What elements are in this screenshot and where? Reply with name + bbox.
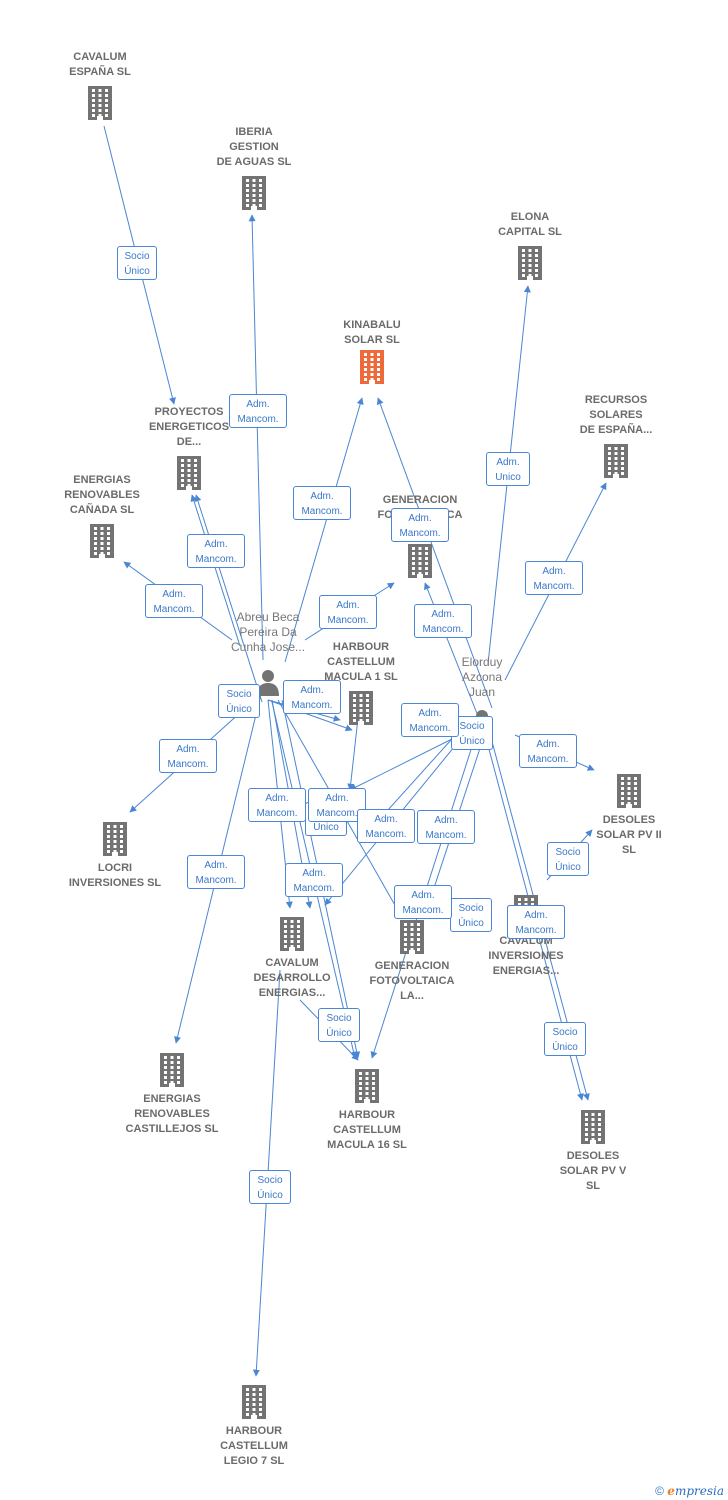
building-icon[interactable] (515, 245, 545, 286)
relation-label[interactable]: Socio Único (547, 842, 589, 876)
relation-label[interactable]: Adm. Mancom. (394, 885, 452, 919)
relation-label[interactable]: Adm. Mancom. (391, 508, 449, 542)
company-label-macula16[interactable]: HARBOUR CASTELLUM MACULA 16 SL (327, 1109, 407, 1151)
building-icon[interactable] (614, 773, 644, 814)
person-icon[interactable] (255, 668, 281, 701)
company-label-gen-la2[interactable]: GENERACION FOTOVOLTAICA LA... (369, 960, 455, 1002)
building-icon[interactable] (357, 349, 387, 390)
building-icon[interactable] (85, 85, 115, 126)
building-icon[interactable] (174, 455, 204, 496)
relation-label[interactable]: Socio Único (117, 246, 157, 280)
edge-line (376, 397, 493, 709)
building-icon[interactable] (239, 175, 269, 216)
relation-label[interactable]: Adm. Mancom. (414, 604, 472, 638)
relation-label[interactable]: Adm. Mancom. (187, 855, 245, 889)
relation-label[interactable]: Adm. Mancom. (357, 809, 415, 843)
company-label-kinabalu[interactable]: KINABALU SOLAR SL (343, 319, 401, 346)
relation-label[interactable]: Adm. Mancom. (308, 788, 366, 822)
relation-label[interactable]: Adm. Mancom. (519, 734, 577, 768)
relation-label[interactable]: Socio Único (249, 1170, 291, 1204)
relation-label[interactable]: Adm. Mancom. (283, 680, 341, 714)
relation-label[interactable]: Adm. Mancom. (229, 394, 287, 428)
company-label-locri[interactable]: LOCRI INVERSIONES SL (68, 862, 162, 889)
building-icon[interactable] (405, 543, 435, 584)
edge-line (194, 494, 263, 703)
building-icon[interactable] (87, 523, 117, 564)
building-icon[interactable] (157, 1052, 187, 1093)
relation-label[interactable]: Socio Único (318, 1008, 360, 1042)
relation-label[interactable]: Adm. Mancom. (293, 486, 351, 520)
relation-label[interactable]: Adm. Mancom. (187, 534, 245, 568)
relation-label[interactable]: Adm. Mancom. (159, 739, 217, 773)
relation-label[interactable]: Adm. Mancom. (319, 595, 377, 629)
relation-label[interactable]: Adm. Mancom. (285, 863, 343, 897)
building-icon[interactable] (397, 919, 427, 960)
company-label-cavalum-espana[interactable]: CAVALUM ESPAÑA SL (69, 51, 131, 78)
building-icon[interactable] (601, 443, 631, 484)
building-icon[interactable] (277, 916, 307, 957)
relation-label[interactable]: Socio Único (218, 684, 260, 718)
company-label-recursos[interactable]: RECURSOS SOLARES DE ESPAÑA... (579, 394, 653, 436)
building-icon[interactable] (100, 821, 130, 862)
company-label-iberia[interactable]: IBERIA GESTION DE AGUAS SL (216, 126, 292, 168)
company-label-legio7[interactable]: HARBOUR CASTELLUM LEGIO 7 SL (220, 1425, 288, 1467)
relation-label[interactable]: Adm. Mancom. (401, 703, 459, 737)
empresia-credit[interactable]: © empresia (655, 1484, 724, 1498)
building-icon[interactable] (352, 1068, 382, 1109)
relation-label[interactable]: Adm. Unico (486, 452, 530, 486)
company-label-canada[interactable]: ENERGIAS RENOVABLES CAÑADA SL (64, 474, 140, 516)
person-label-elorduy[interactable]: Elorduy Azcona Juan (461, 655, 503, 699)
edge-line (284, 397, 364, 663)
relation-label[interactable]: Adm. Mancom. (417, 810, 475, 844)
company-label-cav-des[interactable]: CAVALUM DESARROLLO ENERGIAS... (253, 957, 331, 999)
company-label-proyectos[interactable]: PROYECTOS ENERGETICOS DE... (148, 406, 230, 448)
relation-label[interactable]: Socio Único (544, 1022, 586, 1056)
edge-line (349, 729, 471, 791)
company-label-macula1[interactable]: HARBOUR CASTELLUM MACULA 1 SL (324, 641, 398, 683)
relation-label[interactable]: Adm. Mancom. (507, 905, 565, 939)
empresia-logo: empresia (667, 1484, 724, 1498)
relation-label[interactable]: Adm. Mancom. (248, 788, 306, 822)
building-icon[interactable] (346, 690, 376, 731)
edge-line (248, 214, 264, 661)
company-label-pv2[interactable]: DESOLES SOLAR PV II SL (596, 814, 662, 856)
relation-label[interactable]: Adm. Mancom. (525, 561, 583, 595)
relation-label[interactable]: Socio Único (450, 898, 492, 932)
company-label-pv5[interactable]: DESOLES SOLAR PV V SL (559, 1150, 627, 1192)
company-label-elona[interactable]: ELONA CAPITAL SL (498, 211, 562, 238)
relation-label[interactable]: Adm. Mancom. (145, 584, 203, 618)
building-icon[interactable] (239, 1384, 269, 1425)
person-label-abreu[interactable]: Abreu Beca Pereira Da Cunha Jose... (230, 610, 306, 654)
company-label-cav-inv[interactable]: CAVALUM INVERSIONES ENERGIAS... (488, 935, 564, 977)
company-label-castillejos[interactable]: ENERGIAS RENOVABLES CASTILLEJOS SL (125, 1093, 219, 1135)
copyright-mark: © (655, 1484, 664, 1498)
edge-line (267, 699, 353, 732)
edge-line (190, 494, 241, 647)
building-icon[interactable] (578, 1109, 608, 1150)
